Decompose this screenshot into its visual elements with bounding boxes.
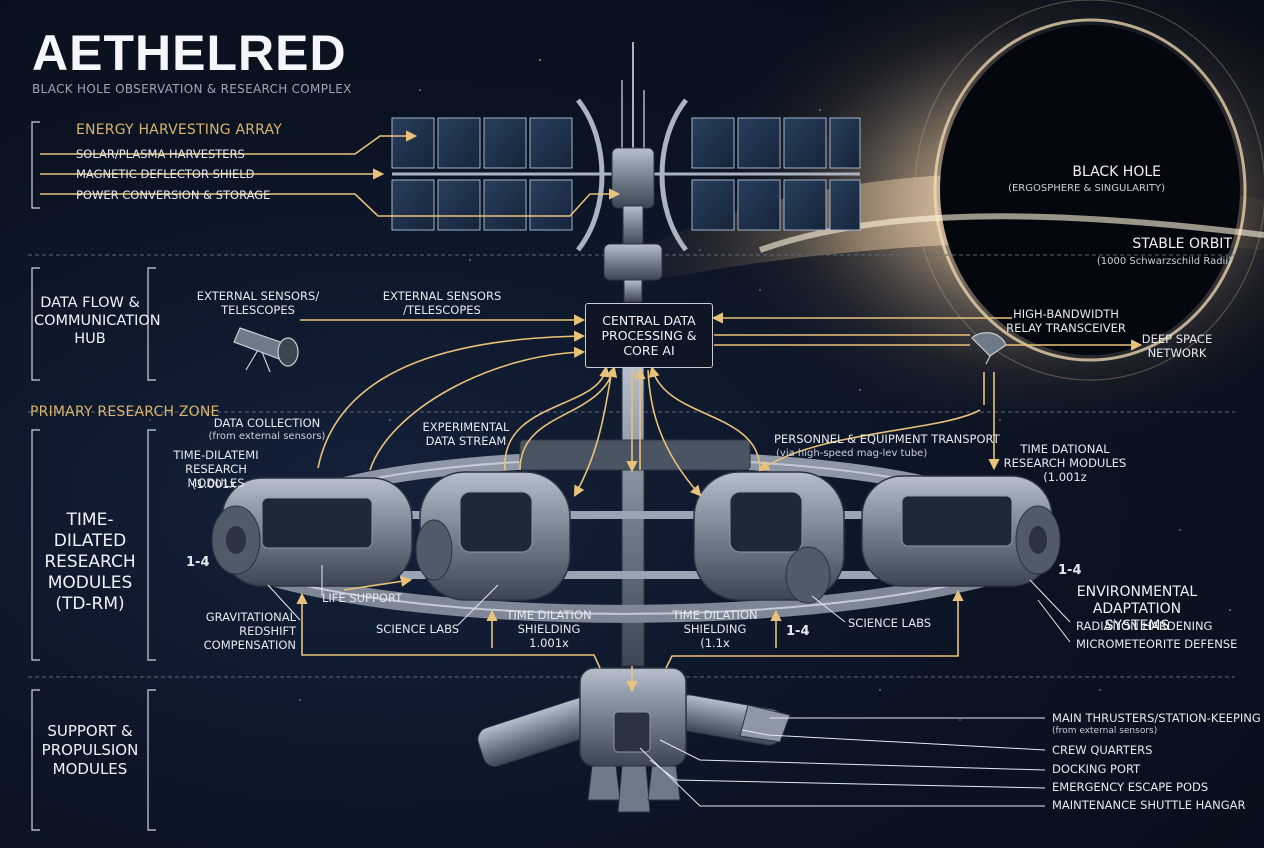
leader-lines <box>267 565 1071 807</box>
shielding-right-sublabel: (1.1x <box>700 636 730 650</box>
stable-orbit-label: STABLE ORBIT <box>1132 236 1232 252</box>
science-labs-left-label: SCIENCE LABS <box>376 622 460 636</box>
td-modules-right-label: TIME DATIONAL RESEARCH MODULES <box>1003 442 1127 470</box>
central-data-processing-label: CENTRAL DATA PROCESSING & CORE AI <box>601 313 697 358</box>
relay-transceiver-label: HIGH-BANDWIDTH RELAY TRANSCEIVER <box>1006 307 1126 335</box>
range-mid-label: 1-4 <box>786 624 810 639</box>
black-hole <box>600 0 1264 450</box>
energy-item-harvesters: SOLAR/PLASMA HARVESTERS <box>76 147 245 161</box>
range-left-label: 1-4 <box>186 555 210 570</box>
support-item-crew: CREW QUARTERS <box>1052 743 1153 757</box>
page-subtitle: BLACK HOLE OBSERVATION & RESEARCH COMPLE… <box>32 82 352 96</box>
energy-item-power: POWER CONVERSION & STORAGE <box>76 188 271 202</box>
propulsion-section <box>477 667 791 813</box>
ext-sensors-label-2: EXTERNAL SENSORS /TELESCOPES <box>382 289 502 317</box>
tdrm-heading: TIME-DILATED RESEARCH MODULES (TD-RM) <box>44 510 136 614</box>
deep-space-network-label: DEEP SPACE NETWORK <box>1141 332 1213 360</box>
research-module-1 <box>211 477 413 587</box>
telescope-icon <box>233 327 299 373</box>
micrometeorite-defense-label: MICROMETEORITE DEFENSE <box>1076 637 1238 651</box>
data-flow-heading: DATA FLOW & COMMUNICATION HUB <box>34 295 161 347</box>
shielding-left-sublabel: 1.001x <box>529 636 569 650</box>
td-modules-right-sublabel: (1.001z <box>1043 470 1087 484</box>
central-data-processing-box: CENTRAL DATA PROCESSING & CORE AI <box>585 303 713 368</box>
solar-array-left <box>391 98 620 252</box>
ext-sensors-label-1: EXTERNAL SENSORS/ TELESCOPES <box>196 289 320 317</box>
science-labs-right-label: SCIENCE LABS <box>848 616 932 630</box>
support-item-escape: EMERGENCY ESCAPE PODS <box>1052 780 1209 794</box>
experimental-stream-label: EXPERIMENTAL DATA STREAM <box>422 420 510 448</box>
td-modules-left-sublabel: (1.001x <box>191 477 237 491</box>
research-module-2 <box>415 471 571 601</box>
life-support-label: LIFE SUPPORT <box>322 591 403 605</box>
environmental-systems-label: ENVIRONMENTAL ADAPTATION SYSTEMS <box>1076 584 1198 634</box>
data-collection-label: DATA COLLECTION <box>213 416 321 430</box>
data-flow-arrows <box>40 130 1143 693</box>
energy-heading: ENERGY HARVESTING ARRAY <box>76 122 282 138</box>
research-module-3 <box>693 471 845 604</box>
energy-item-deflector: MAGNETIC DEFLECTOR SHIELD <box>76 167 255 181</box>
solar-array-right <box>650 98 861 252</box>
gravitational-redshift-label: GRAVITATIONAL REDSHIFT COMPENSATION <box>203 610 296 652</box>
support-heading: SUPPORT & PROPULSION MODULES <box>41 722 139 778</box>
research-module-4 <box>861 475 1061 587</box>
support-item-docking: DOCKING PORT <box>1052 762 1141 776</box>
research-zone-heading: PRIMARY RESEARCH ZONE <box>30 404 220 420</box>
shielding-right-label: TIME DILATION SHIELDING <box>672 608 758 636</box>
data-collection-sublabel: (from external sensors) <box>208 431 326 442</box>
personnel-transport-sublabel: (via high-speed mag-lev tube) <box>776 448 928 459</box>
section-brackets <box>31 121 156 831</box>
td-modules-left-label: TIME-DILATEMI RESEARCH MODULES <box>173 448 259 490</box>
support-item-thrusters: MAIN THRUSTERS/STATION-KEEPING <box>1052 711 1261 725</box>
page-title: AETHELRED <box>32 25 347 81</box>
black-hole-label: BLACK HOLE <box>1072 164 1161 180</box>
support-item-hangar: MAINTENANCE SHUTTLE HANGAR <box>1052 798 1246 812</box>
radiation-hardening-label: RADIATION HARDENING <box>1076 619 1213 633</box>
support-thrusters-note: (from external sensors) <box>1052 726 1158 736</box>
black-hole-sublabel: (ERGOSPHERE & SINGULARITY) <box>1008 183 1165 194</box>
stable-orbit-sublabel: (1000 Schwarzschild Radii) <box>1096 256 1232 267</box>
shielding-left-label: TIME DILATION SHIELDING <box>506 608 592 636</box>
personnel-transport-label: PERSONNEL & EQUIPMENT TRANSPORT <box>774 432 1000 446</box>
range-right-label: 1-4 <box>1058 563 1082 578</box>
